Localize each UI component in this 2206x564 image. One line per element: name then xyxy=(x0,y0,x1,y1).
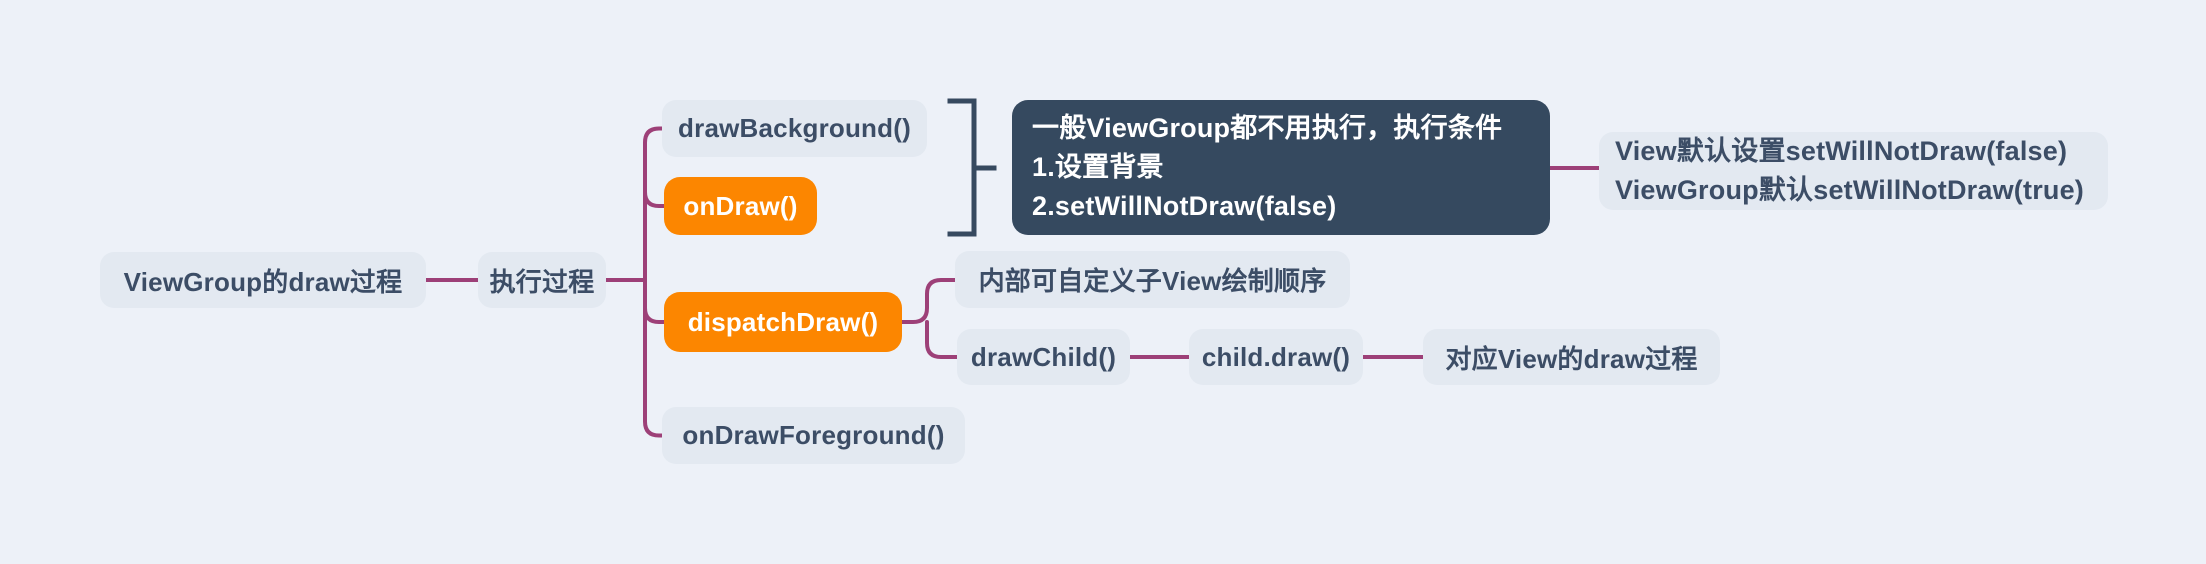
topic-draw-child-label: drawChild() xyxy=(970,341,1117,372)
topic-dispatch-draw-label: dispatchDraw() xyxy=(687,306,879,337)
note-line-3: 2.setWillNotDraw(false) xyxy=(1032,191,1337,221)
topic-process[interactable]: 执行过程 xyxy=(478,252,606,308)
topic-draw-background-label: drawBackground() xyxy=(678,113,911,143)
topic-root-label: ViewGroup的draw过程 xyxy=(123,266,403,297)
detail-line-2: ViewGroup默认setWillNotDraw(true) xyxy=(1615,175,2084,205)
note-line-2: 1.设置背景 xyxy=(1032,152,1164,182)
topic-on-draw-label: onDraw() xyxy=(683,190,798,221)
connector-branch-ondraw xyxy=(643,190,666,208)
topic-draw-background[interactable]: drawBackground() xyxy=(662,100,927,157)
topic-child-draw-label: child.draw() xyxy=(1201,341,1351,372)
topic-dispatch-draw[interactable]: dispatchDraw() xyxy=(664,292,902,352)
detail-line-1: View默认设置setWillNotDraw(false) xyxy=(1615,136,2068,166)
topic-willnotdraw-detail[interactable]: View默认设置setWillNotDraw(false) ViewGroup默… xyxy=(1599,132,2108,210)
note-line-1: 一般ViewGroup都不用执行，执行条件 xyxy=(1032,113,1503,143)
connector-branch-dispatchdraw xyxy=(643,306,666,324)
topic-process-label: 执行过程 xyxy=(489,266,595,297)
connector-main-trunk xyxy=(643,126,664,438)
connector-dispatch-drawchild xyxy=(925,320,959,359)
topic-view-draw-process[interactable]: 对应View的draw过程 xyxy=(1423,329,1720,385)
connector-dispatch-customorder xyxy=(900,278,957,324)
topic-on-draw[interactable]: onDraw() xyxy=(664,177,817,235)
topic-draw-child[interactable]: drawChild() xyxy=(957,329,1130,385)
topic-root[interactable]: ViewGroup的draw过程 xyxy=(100,252,426,308)
topic-custom-order[interactable]: 内部可自定义子View绘制顺序 xyxy=(955,251,1350,308)
topic-custom-order-label: 内部可自定义子View绘制顺序 xyxy=(978,266,1327,296)
topic-view-draw-process-label: 对应View的draw过程 xyxy=(1445,343,1698,374)
topic-child-draw[interactable]: child.draw() xyxy=(1189,329,1363,385)
group-bracket xyxy=(947,98,977,237)
note-execution-condition[interactable]: 一般ViewGroup都不用执行，执行条件 1.设置背景 2.setWillNo… xyxy=(1012,100,1550,235)
topic-on-draw-foreground-label: onDrawForeground() xyxy=(682,420,945,450)
topic-on-draw-foreground[interactable]: onDrawForeground() xyxy=(662,407,965,464)
